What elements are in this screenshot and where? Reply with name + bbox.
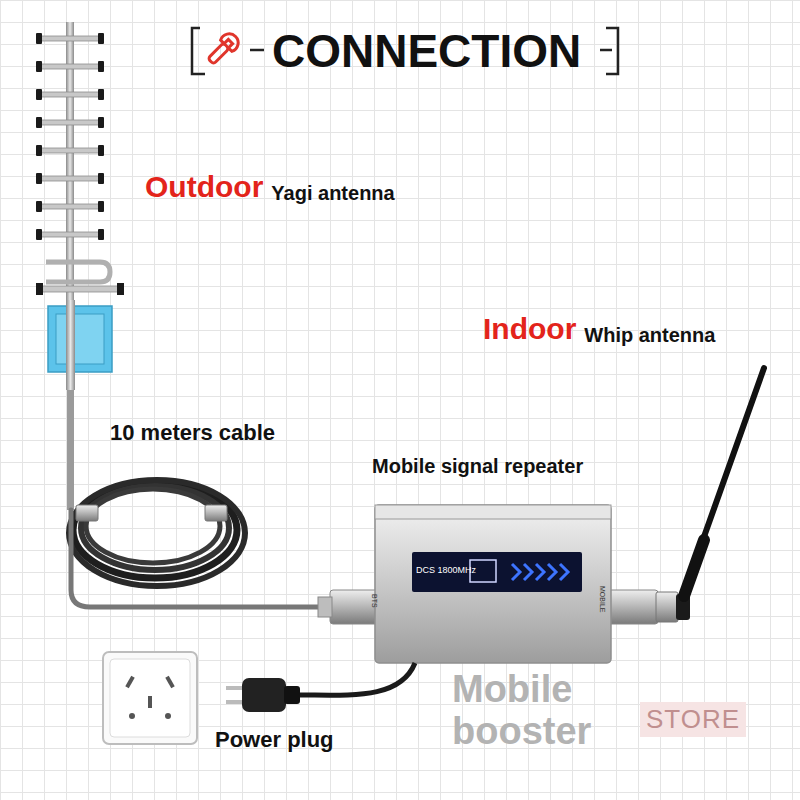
outdoor-label: Outdoor — [145, 170, 263, 204]
power-plug — [226, 663, 415, 712]
port-label: MOBILE — [599, 586, 606, 612]
watermark: STORE — [640, 702, 746, 737]
title: CONNECTION — [272, 24, 581, 78]
antenna-name: Whip antenna — [584, 324, 715, 347]
cable-connector — [76, 505, 227, 521]
cable-label: 10 meters cable — [110, 420, 275, 446]
watermark: Mobile booster — [452, 668, 602, 752]
repeater-body — [318, 505, 658, 663]
node-heading: Mobile signal repeater — [372, 455, 583, 478]
repeater-box: Mobile signal repeaterDCS 1800MHz — [372, 455, 614, 665]
port-label: BTS — [371, 594, 378, 608]
wall-socket — [103, 652, 197, 744]
wrench-icon — [204, 30, 242, 68]
coax-cable — [69, 480, 332, 607]
antenna-name: Yagi antenna — [271, 182, 394, 205]
plug-label: Power plug — [215, 727, 334, 753]
display-text: DCS 1800MHz — [416, 565, 476, 575]
whip-antenna — [656, 368, 764, 622]
indoor-label: Indoor — [483, 312, 576, 346]
